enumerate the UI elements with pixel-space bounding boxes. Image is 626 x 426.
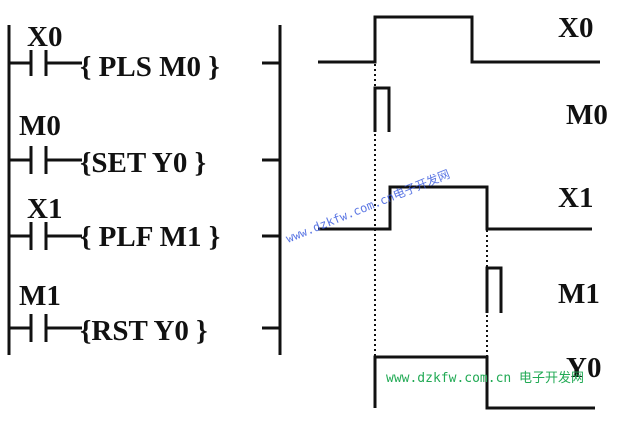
waveform-m1: [485, 266, 503, 313]
ladder-diagram: X0 { PLS M0 } M0 {SET Y0 } X1 { PLF M1 }…: [7, 21, 282, 355]
rung-3-wiring: [9, 222, 280, 250]
timing-guides: [374, 64, 488, 407]
signal-label-x1: X1: [558, 182, 593, 214]
rung-2-wiring: [9, 146, 280, 174]
contact-label: M0: [19, 110, 61, 142]
watermark-diagonal: www.dzkfw.com.cn电子开发网: [284, 166, 452, 246]
contact-label: M1: [19, 280, 61, 312]
signal-label-x0: X0: [558, 12, 593, 44]
rung-1: X0 { PLS M0 }: [9, 21, 280, 83]
instruction: {SET Y0 }: [80, 147, 206, 179]
contact-label: X1: [27, 193, 62, 225]
rung-3: X1 { PLF M1 }: [9, 193, 280, 253]
waveform-m0: [373, 86, 391, 132]
waveform-x0: [318, 15, 600, 64]
instruction: { PLS M0 }: [80, 51, 220, 83]
rung-2: M0 {SET Y0 }: [9, 110, 280, 179]
rung-4: M1 {RST Y0 }: [9, 280, 280, 347]
instruction: {RST Y0 }: [80, 315, 208, 347]
rung-1-wiring: [9, 50, 280, 76]
signal-label-m0: M0: [566, 99, 608, 131]
signal-label-m1: M1: [558, 278, 600, 310]
watermark-bottom: www.dzkfw.com.cn 电子开发网: [386, 370, 584, 386]
instruction: { PLF M1 }: [80, 221, 220, 253]
contact-label: X0: [27, 21, 62, 53]
rung-4-wiring: [9, 314, 280, 342]
waveform-y0: [373, 355, 595, 410]
waveform-x1: [318, 185, 592, 231]
signal-label-y0: Y0: [566, 352, 601, 384]
timing-diagram: X0 M0 X1 M1 Y0: [318, 12, 608, 410]
